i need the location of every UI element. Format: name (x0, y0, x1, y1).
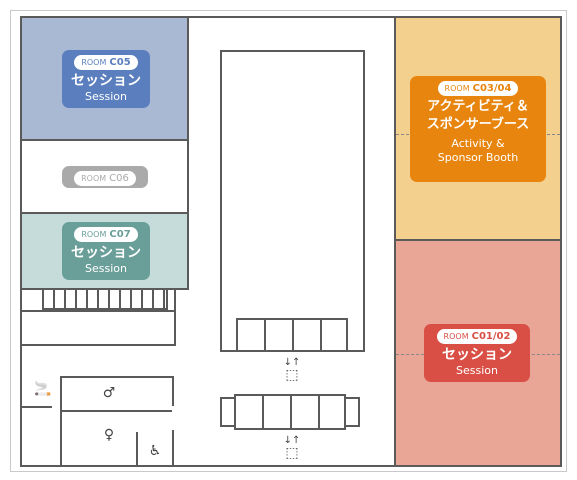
room-name-en: Session (85, 262, 127, 275)
lower-booth-end-left (220, 397, 236, 427)
wall (20, 288, 189, 290)
room-name-jp: セッション (71, 245, 141, 261)
wall (20, 465, 562, 467)
booth-row (236, 318, 348, 352)
lower-booth-end-right (344, 397, 360, 427)
wall (20, 16, 562, 18)
wall (172, 376, 174, 406)
central-hall (220, 50, 365, 352)
wall (20, 139, 189, 141)
wall (20, 212, 189, 214)
room-name-jp: スポンサーブース (426, 117, 530, 132)
wall (60, 376, 62, 467)
map-frame (10, 10, 567, 472)
room-name-jp: セッション (442, 347, 512, 363)
elevator-icon: ↓↑ ⬚ (283, 435, 301, 461)
lower-booth-row (234, 394, 346, 430)
male-restroom-icon: ♂ (102, 385, 116, 401)
wall (60, 410, 172, 412)
wall (60, 376, 172, 378)
stairs (42, 290, 168, 310)
wall (20, 16, 22, 465)
female-restroom-icon: ♀ (103, 427, 115, 443)
room-name-en: Sponsor Booth (437, 151, 519, 164)
wheelchair-icon: ♿ (148, 443, 162, 459)
room-name-jp: セッション (71, 73, 141, 89)
wall (396, 239, 562, 241)
smoking-icon: 🚬 (34, 381, 52, 397)
wall (136, 432, 138, 466)
room-name-en: Session (456, 364, 498, 377)
room-name-jp: アクティビティ＆ (427, 99, 529, 114)
wall (20, 310, 175, 312)
wall (20, 344, 176, 346)
wall (560, 16, 562, 467)
wall (394, 16, 396, 467)
elevator-icon: ↓↑ ⬚ (283, 357, 301, 383)
wall (172, 430, 174, 466)
room-name-en: Session (85, 90, 127, 103)
room-name-en: Activity & (451, 137, 505, 150)
wall (174, 290, 176, 345)
wall (22, 406, 52, 408)
wall (187, 16, 189, 290)
